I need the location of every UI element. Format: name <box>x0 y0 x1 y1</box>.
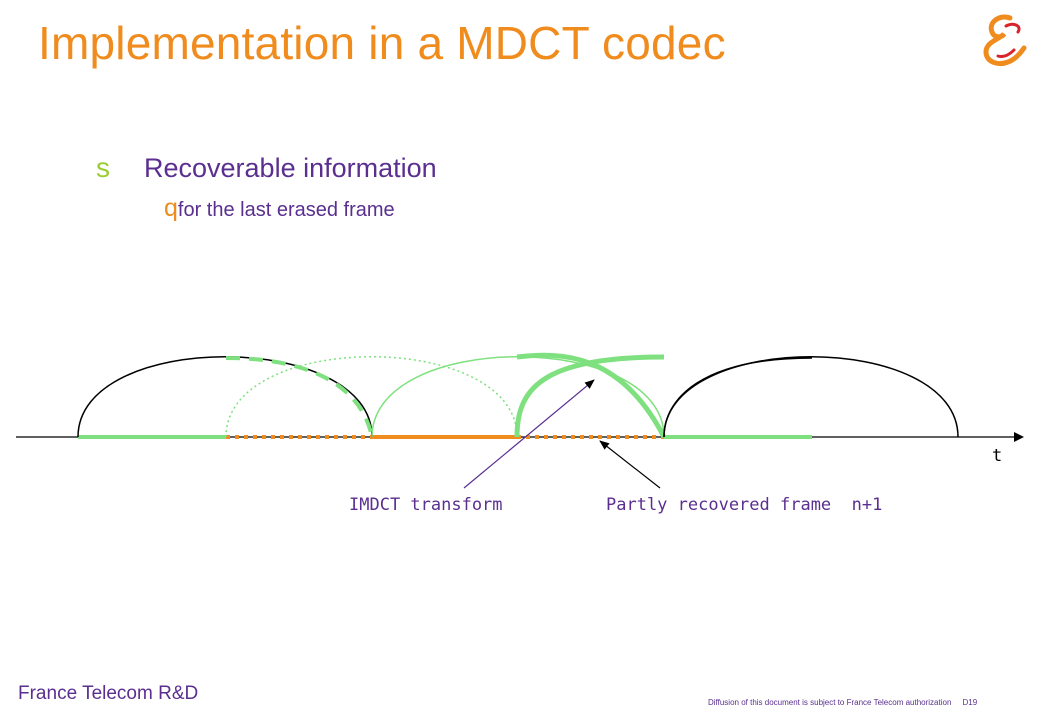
label-imdct-transform: IMDCT transform <box>349 495 503 515</box>
footer-notice-text: Diffusion of this document is subject to… <box>708 698 952 707</box>
window-arc-6 <box>663 357 813 438</box>
window-arc-1 <box>77 356 373 438</box>
imdct-arrow <box>463 379 595 489</box>
footer-company: France Telecom R&D <box>18 683 199 704</box>
slide-title: Implementation in a MDCT codec <box>38 17 726 69</box>
sub-bullet-marker: q <box>164 194 178 222</box>
label-partly-recovered: Partly recovered frame n+1 <box>606 495 882 515</box>
window-arc-4-bold <box>514 354 665 438</box>
bullet-recoverable-information: s Recoverable information <box>96 152 437 184</box>
window-arc-6-right <box>760 365 812 437</box>
footer-notice: Diffusion of this document is subject to… <box>708 698 977 707</box>
window-arc-5 <box>663 356 959 438</box>
window-arc-3-highlight <box>516 352 667 439</box>
axis-label-t: t <box>992 446 1002 466</box>
bullet-text: Recoverable information <box>144 153 437 183</box>
sub-bullet-text: for the last erased frame <box>177 199 395 221</box>
window-arc-1-overlay <box>225 356 374 438</box>
page-number: D19 <box>962 698 978 707</box>
window-arc-2-dotted <box>225 356 518 438</box>
bullet-marker: s <box>96 152 110 183</box>
france-telecom-logo <box>983 14 1027 67</box>
recovered-arrow <box>599 440 661 489</box>
sub-bullet-last-erased-frame: qfor the last erased frame <box>164 194 395 223</box>
